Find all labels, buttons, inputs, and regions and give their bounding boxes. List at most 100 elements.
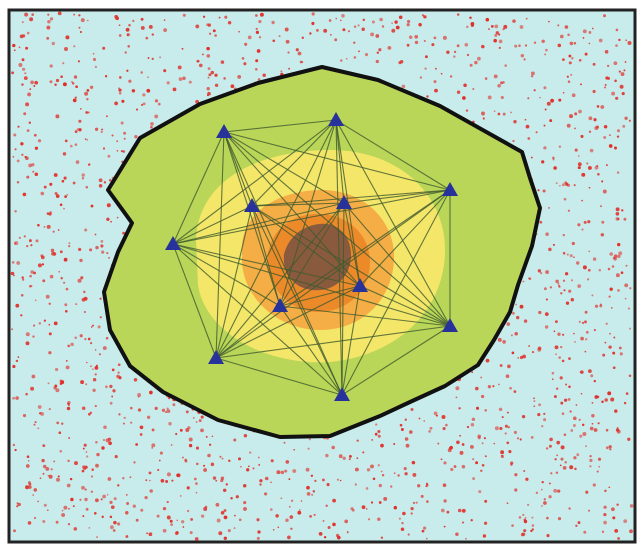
network-edge bbox=[335, 119, 451, 327]
network-edge bbox=[215, 189, 451, 359]
scatter-dot bbox=[604, 489, 607, 493]
scatter-dot bbox=[562, 233, 566, 237]
scatter-dot bbox=[581, 228, 584, 231]
scatter-dot bbox=[207, 76, 210, 79]
scatter-dot bbox=[92, 57, 97, 62]
scatter-dot bbox=[88, 412, 91, 416]
scatter-dot bbox=[25, 485, 29, 490]
scatter-dot bbox=[500, 450, 505, 455]
scatter-dot bbox=[378, 483, 382, 488]
scatter-dot bbox=[49, 182, 53, 186]
scatter-dot bbox=[472, 87, 475, 91]
scatter-dot bbox=[555, 182, 558, 185]
scatter-dot bbox=[107, 477, 112, 481]
scatter-dot bbox=[506, 322, 511, 326]
scatter-dot bbox=[98, 353, 101, 356]
scatter-dot bbox=[27, 521, 32, 525]
scatter-dot bbox=[572, 424, 576, 427]
network-edge bbox=[223, 131, 361, 287]
scatter-dot bbox=[154, 114, 159, 119]
scatter-dot bbox=[561, 183, 565, 187]
scatter-dot bbox=[34, 421, 37, 424]
scatter-dot bbox=[84, 488, 87, 491]
scatter-dot bbox=[259, 12, 264, 17]
scatter-dot bbox=[484, 409, 487, 412]
scatter-dot bbox=[172, 87, 177, 92]
scatter-dot bbox=[600, 205, 602, 208]
scatter-dot bbox=[46, 25, 51, 30]
scatter-dot bbox=[563, 197, 567, 201]
scatter-dot bbox=[573, 184, 576, 187]
scatter-dot bbox=[116, 216, 119, 219]
scatter-dot bbox=[313, 513, 316, 516]
scatter-dot bbox=[512, 19, 516, 23]
scatter-dot bbox=[74, 143, 78, 146]
scatter-dot bbox=[102, 494, 106, 499]
scatter-dot bbox=[555, 279, 559, 284]
scatter-dot bbox=[481, 111, 485, 116]
scatter-dot bbox=[530, 71, 535, 76]
scatter-dot bbox=[275, 514, 279, 518]
scatter-dot bbox=[598, 465, 601, 468]
scatter-dot bbox=[115, 16, 119, 21]
scatter-dot bbox=[569, 41, 574, 46]
scatter-dot bbox=[623, 217, 627, 221]
scatter-dot bbox=[415, 501, 418, 504]
scatter-dot bbox=[361, 27, 365, 32]
scatter-dot bbox=[402, 511, 406, 516]
scatter-dot bbox=[546, 516, 549, 520]
scatter-dot bbox=[177, 65, 182, 70]
scatter-dot bbox=[550, 472, 553, 475]
scatter-dot bbox=[117, 363, 121, 367]
scatter-dot bbox=[593, 329, 596, 332]
scatter-dot bbox=[12, 443, 16, 447]
scatter-dot bbox=[393, 472, 396, 475]
scatter-dot bbox=[328, 19, 332, 22]
scatter-dot bbox=[551, 378, 554, 381]
scatter-dot bbox=[469, 63, 473, 67]
scatter-dot bbox=[135, 443, 138, 446]
scatter-dot bbox=[51, 41, 55, 46]
network-edge bbox=[341, 325, 451, 396]
scatter-dot bbox=[336, 478, 339, 481]
scatter-dot bbox=[61, 422, 64, 425]
scatter-dot bbox=[140, 71, 143, 74]
scatter-dot bbox=[80, 276, 84, 280]
scatter-dot bbox=[617, 242, 621, 247]
scatter-dot bbox=[28, 485, 32, 489]
scatter-dot bbox=[442, 427, 446, 431]
scatter-dot bbox=[624, 283, 629, 288]
scatter-dot bbox=[34, 299, 37, 302]
scatter-dot bbox=[615, 28, 619, 32]
scatter-dot bbox=[90, 490, 94, 493]
scatter-dot bbox=[37, 500, 39, 503]
scatter-dot bbox=[624, 61, 627, 63]
scatter-dot bbox=[179, 428, 183, 432]
scatter-dot bbox=[241, 57, 245, 60]
scatter-dot bbox=[130, 421, 133, 424]
scatter-dot bbox=[290, 499, 294, 502]
scatter-dot bbox=[68, 242, 71, 245]
scatter-dot bbox=[568, 357, 571, 360]
scatter-dot bbox=[166, 81, 170, 85]
scatter-dot bbox=[523, 58, 526, 61]
scatter-dot bbox=[89, 85, 94, 89]
scatter-dot bbox=[88, 527, 91, 529]
scatter-dot bbox=[573, 41, 577, 45]
network-edge bbox=[223, 131, 345, 204]
scatter-dot bbox=[455, 532, 459, 536]
scatter-dot bbox=[118, 376, 122, 380]
scatter-dot bbox=[514, 473, 518, 477]
scatter-dot bbox=[166, 407, 169, 410]
scatter-dot bbox=[581, 321, 585, 325]
scatter-dot bbox=[14, 448, 17, 452]
scatter-dot bbox=[154, 406, 158, 411]
scatter-dot bbox=[543, 146, 547, 150]
scatter-dot bbox=[615, 211, 620, 216]
scatter-dot bbox=[471, 371, 474, 374]
scatter-dot bbox=[380, 443, 384, 448]
scatter-dot bbox=[544, 312, 549, 316]
scatter-dot bbox=[577, 155, 580, 157]
scatter-dot bbox=[157, 468, 160, 472]
scatter-dot bbox=[193, 477, 197, 481]
